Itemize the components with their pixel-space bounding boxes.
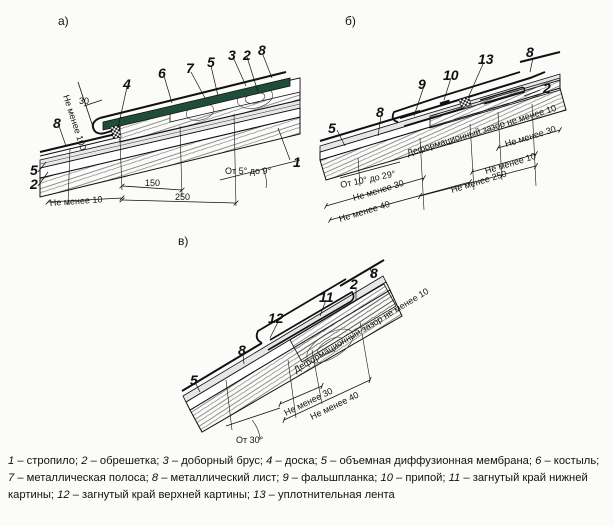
metal-sheet-upper (99, 71, 287, 119)
panel-a-label: а) (58, 14, 69, 28)
callout-2-a-top: 2 (242, 47, 251, 63)
sealing-tape (458, 96, 472, 109)
callout-2-v: 2 (349, 276, 358, 292)
dim-min10-a: Не менее 10 (49, 194, 102, 208)
legend-number: 6 (535, 455, 542, 467)
panel-b: б) Деформационный зазор (319, 14, 567, 224)
lower-folded-edge (267, 290, 355, 351)
callout-5-a-left: 5 (30, 162, 38, 178)
dim-min40-b: Не менее 40 (338, 199, 391, 224)
legend-caption: 1 – стропило; 2 – обрешетка; 3 – доборны… (8, 453, 606, 504)
legend-number: 7 (8, 472, 15, 484)
legend-number: 11 (448, 472, 461, 484)
legend-text: – фальшпланка; (288, 472, 381, 484)
callout-13: 13 (478, 51, 494, 67)
solder (439, 99, 451, 107)
legend-number: 1 (8, 455, 15, 467)
callout-2-b: 2 (542, 80, 551, 96)
callout-5-v: 5 (190, 372, 198, 388)
callout-3-a: 3 (228, 47, 236, 63)
panel-v: в) Деформационный зазор не менее 10 Не м… (178, 234, 430, 445)
callout-8-a-top: 8 (258, 42, 266, 58)
callout-6-a: 6 (158, 65, 166, 81)
membrane-v (182, 275, 387, 403)
callout-2-a-left: 2 (29, 176, 38, 192)
dim-min250-b: Не менее 250 (450, 168, 508, 194)
callout-8-b-top: 8 (526, 44, 534, 60)
metal-sheet-v-lower (181, 342, 263, 392)
upper-folded-edge (255, 278, 347, 344)
legend-number: 12 (57, 489, 70, 501)
legend-text: – костыль; (541, 455, 600, 467)
legend-text: – доборный брус; (168, 455, 267, 467)
legend-text: – металлический лист; (158, 472, 283, 484)
legend-number: 13 (253, 489, 266, 501)
dim-min30-b-top: Не менее 30 (504, 124, 557, 149)
callout-4-a: 4 (122, 76, 131, 92)
legend-number: 4 (266, 455, 273, 467)
callout-1-a: 1 (293, 154, 301, 170)
legend-number: 3 (162, 455, 169, 467)
callout-12: 12 (268, 310, 284, 326)
dim-30: 30 (79, 96, 89, 106)
callout-8-v-top: 8 (370, 265, 378, 281)
callout-10: 10 (443, 67, 459, 83)
dim-angle-v: От 30° (236, 435, 264, 445)
legend-text: – загнутый край нижней картины; (8, 472, 588, 501)
legend-number: 8 (151, 472, 159, 484)
callout-9: 9 (418, 76, 426, 92)
panel-a: а) (29, 14, 301, 208)
callout-11: 11 (319, 289, 334, 305)
callout-8-v-left: 8 (238, 342, 246, 358)
seam-strip (391, 71, 521, 123)
board-b (429, 77, 561, 129)
legend-number: 9 (282, 472, 289, 484)
legend-text: – уплотнительная лента (265, 489, 395, 501)
panel-b-label: б) (345, 14, 356, 28)
callout-5-b: 5 (328, 120, 336, 136)
legend-number: 2 (81, 455, 88, 467)
dim-250: 250 (175, 192, 190, 202)
callout-7-a: 7 (186, 60, 195, 76)
legend-text: – стропило; (14, 455, 82, 467)
board-v (289, 283, 397, 363)
dim-angle-a: От 5° до 9° (225, 166, 271, 176)
legend-text: – металлическая полоса; (14, 472, 152, 484)
panel-v-label: в) (178, 234, 188, 248)
legend-text: – доска; (272, 455, 321, 467)
metal-strip (102, 77, 291, 131)
legend-text: – обрешетка; (87, 455, 163, 467)
callout-8-b-left: 8 (376, 104, 384, 120)
legend-number: 10 (380, 472, 393, 484)
metal-sheet-lower (39, 132, 121, 153)
legend-text: – загнутый край верхней картины; (69, 489, 254, 501)
legend-text: – припой; (392, 472, 449, 484)
sealing-block (110, 124, 122, 140)
callout-8-a-left: 8 (53, 115, 61, 131)
legend-number: 5 (320, 455, 327, 467)
legend-text: – объемная диффузионная мембрана; (327, 455, 536, 467)
callout-5-a-top: 5 (207, 54, 215, 70)
dim-150: 150 (145, 178, 160, 188)
